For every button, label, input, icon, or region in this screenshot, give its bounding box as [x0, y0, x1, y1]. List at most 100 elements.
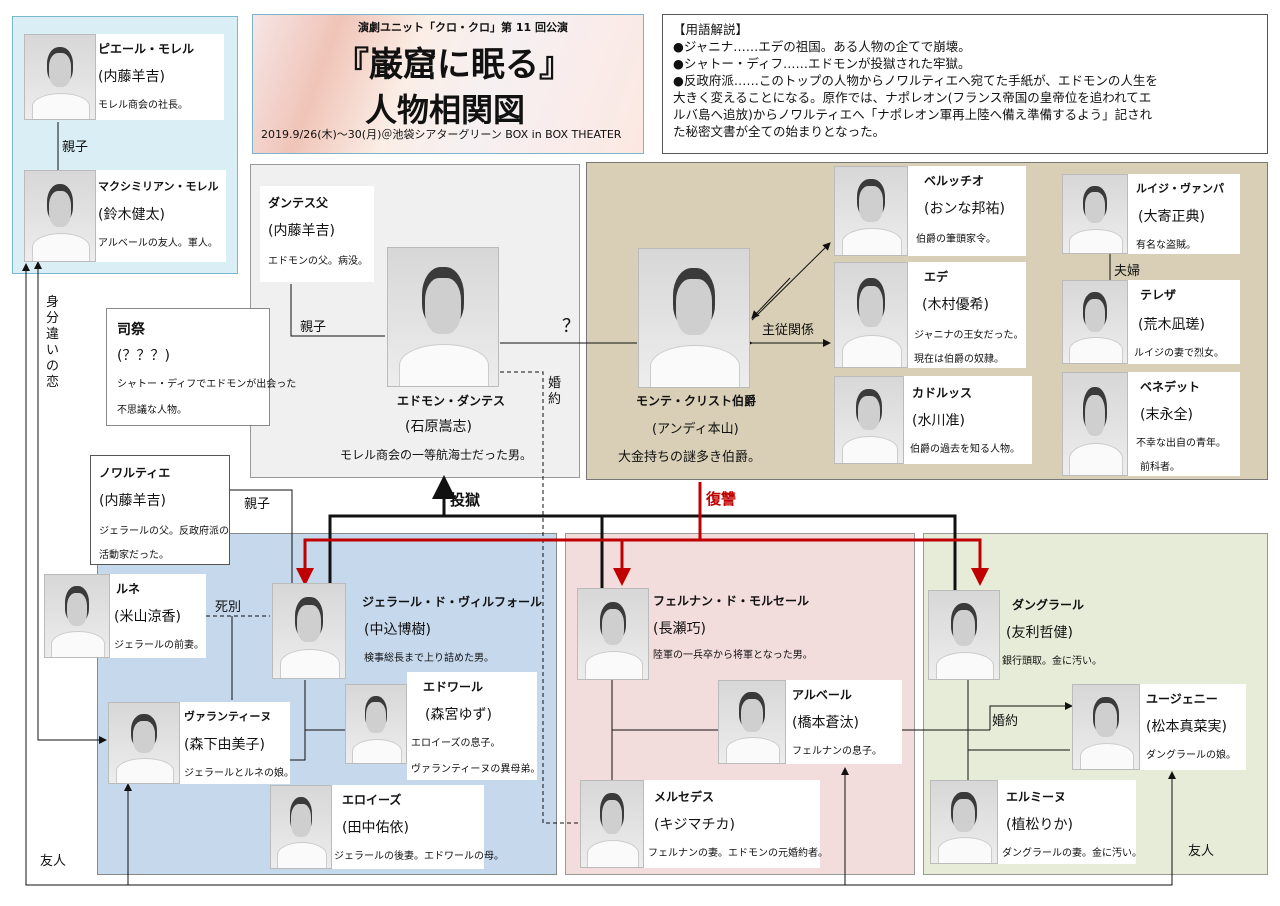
character-desc: フェルナンの妻。エドモンの元婚約者。 [648, 848, 828, 859]
label-oyako: 親子 [300, 320, 327, 335]
character-name: ユージェニー [1146, 692, 1218, 706]
label-konyaku: 婚約 [992, 714, 1019, 729]
character-name: ダンテス父 [268, 196, 329, 210]
actor-name: (森宮ゆず) [425, 707, 492, 723]
card-hermine: エルミーヌ (植松りか) ダングラールの妻。金に汚い。 [998, 780, 1142, 864]
character-desc: 検事総長まで上り詰めた男。 [364, 653, 494, 664]
card-caderousse: カドルッス (水川准) 伯爵の過去を知る人物。 [904, 376, 1032, 464]
portrait-photo [834, 262, 908, 368]
character-desc: モレル商会の一等航海士だった男。 [340, 448, 533, 462]
actor-name: (鈴木健太) [98, 207, 165, 223]
label-shujuu: 主従関係 [762, 323, 815, 338]
character-desc: ルイジの妻で烈女。 [1134, 348, 1224, 359]
character-desc: ヴァランティーヌの異母弟。 [411, 764, 541, 775]
character-name: エデ [924, 270, 949, 284]
label-question: ？ [562, 316, 580, 337]
glossary-heading: 【用語解説】 [673, 22, 749, 37]
character-desc: ジェラールの父。反政府派の [99, 526, 229, 537]
actor-name: (木村優希) [922, 297, 989, 313]
character-name: ノワルティエ [99, 466, 171, 480]
card-heloise: エロイーズ (田中佑依) ジェラールの後妻。エドワールの母。 [332, 785, 504, 869]
card-pierre: ピエール・モレル (内藤羊吉) モレル商会の社長。 [96, 34, 224, 120]
character-name: ベネデット [1140, 380, 1201, 394]
portrait-photo [44, 574, 110, 658]
card-mercedes: メルセデス (キジマチカ) フェルナンの妻。エドモンの元婚約者。 [644, 780, 828, 868]
character-name: モンテ・クリスト伯爵 [636, 394, 757, 408]
header-date: 2019.9/26(木)〜30(月)＠池袋シアターグリーン BOX in BOX… [261, 128, 622, 141]
character-name: エルミーヌ [1006, 790, 1067, 804]
character-desc: モレル商会の社長。 [98, 100, 188, 111]
actor-name: (中込博樹) [364, 622, 431, 638]
glossary-line: ●ジャニナ……エデの祖国。ある人物の企てで崩壊。 [673, 39, 971, 54]
card-dantes-father: ダンテス父 (内藤羊吉) エドモンの父。病没。 [260, 186, 374, 282]
portrait-photo [345, 684, 407, 764]
glossary-line: ●シャトー・ディフ……エドモンが投獄された牢獄。 [673, 56, 971, 71]
character-desc: ダングラールの娘。 [1146, 750, 1236, 761]
card-teresa: テレザ (荒木凪瑳) ルイジの妻で烈女。 [1128, 280, 1240, 364]
portrait-photo [1062, 174, 1128, 254]
character-desc: 不思議な人物。 [117, 405, 187, 416]
card-gerard: ジェラール・ド・ヴィルフォール (中込博樹) 検事総長まで上り詰めた男。 [346, 583, 542, 679]
character-desc: ジェラールとルネの娘。 [184, 768, 294, 779]
character-name: ヴァランティーヌ [184, 710, 272, 723]
card-bertuccio: ベルッチオ (おンな邦祐) 伯爵の筆頭家令。 [908, 166, 1026, 256]
character-desc: 有名な盗賊。 [1136, 240, 1196, 251]
card-maximilien: マクシミリアン・モレル (鈴木健太) アルベールの友人。軍人。 [96, 170, 226, 262]
label-konyaku: 婚約 [548, 376, 562, 407]
label-fuufu: 夫婦 [1114, 264, 1141, 279]
portrait-photo [928, 590, 1000, 680]
character-name: カドルッス [912, 386, 973, 400]
character-name: ジェラール・ド・ヴィルフォール [362, 595, 543, 609]
portrait-photo [24, 170, 96, 262]
portrait-photo [24, 34, 96, 120]
card-luigi: ルイジ・ヴァンパ (大寄正典) 有名な盗賊。 [1128, 174, 1240, 254]
character-desc: 伯爵の過去を知る人物。 [910, 444, 1020, 455]
portrait-photo [1072, 684, 1140, 770]
actor-name: (橋本蒼汰) [792, 715, 859, 731]
portrait-photo [718, 680, 786, 764]
character-name: ダングラール [1012, 598, 1085, 612]
character-desc: 前科者。 [1140, 462, 1180, 473]
actor-name: (内藤羊吉) [99, 493, 166, 509]
character-name: エドモン・ダンテス [397, 394, 506, 408]
portrait-photo [577, 588, 649, 680]
actor-name: (大寄正典) [1138, 209, 1205, 225]
actor-name: (水川准) [912, 413, 965, 429]
label-shibetsu: 死別 [215, 600, 242, 615]
actor-name: (友利哲健) [1006, 625, 1073, 641]
actor-name: (松本真菜実) [1146, 719, 1227, 735]
label-oyako: 親子 [244, 497, 271, 512]
character-name: ルネ [116, 582, 141, 596]
character-name: 司祭 [117, 322, 145, 338]
character-name: ピエール・モレル [98, 42, 195, 56]
actor-name: (荒木凪瑳) [1138, 317, 1205, 333]
label-yuujin: 友人 [40, 854, 67, 869]
actor-name: (植松りか) [1006, 817, 1073, 833]
character-desc: ダングラールの妻。金に汚い。 [1002, 848, 1142, 859]
glossary-line: た秘密文書が全ての始まりとなった。 [673, 124, 886, 139]
actor-name: (石原嵩志) [405, 419, 472, 435]
character-desc: 活動家だった。 [99, 550, 169, 561]
header-banner: 演劇ユニット「クロ・クロ」第 11 回公演 『巌窟に眠る』 人物相関図 2019… [252, 14, 644, 154]
card-haydee: エデ (木村優希) ジャニナの王女だった。 現在は伯爵の奴隷。 [908, 262, 1026, 368]
card-danglars: ダングラール (友利哲健) 銀行頭取。金に汚い。 [1000, 590, 1138, 680]
actor-name: (森下由美子) [184, 737, 265, 753]
card-valentine: ヴァランティーヌ (森下由美子) ジェラールとルネの娘。 [180, 702, 294, 784]
portrait-photo [638, 248, 750, 388]
character-desc: シャトー・ディフでエドモンが出会った [117, 379, 297, 390]
character-desc: ジェラールの後妻。エドワールの母。 [334, 851, 504, 862]
character-name: エロイーズ [342, 793, 402, 807]
portrait-photo [580, 780, 644, 868]
label-fukushuu: 復讐 [706, 490, 737, 508]
character-desc: 大金持ちの謎多き伯爵。 [618, 450, 762, 465]
actor-name: (おンな邦祐) [924, 201, 1005, 217]
actor-name: (長瀬巧) [653, 621, 706, 637]
card-benedetto: ベネデット (末永全) 不幸な出自の青年。 前科者。 [1128, 372, 1240, 476]
glossary-line: ルバ島へ追放)からノワルティエへ「ナポレオン軍再上陸へ備え準備するよう」記され [673, 107, 1153, 122]
actor-name: (内藤羊吉) [98, 69, 165, 85]
portrait-photo [108, 702, 180, 784]
page-title: 『巌窟に眠る』 [335, 45, 573, 85]
label-oyako: 親子 [62, 140, 89, 155]
card-albert: アルベール (橋本蒼汰) フェルナンの息子。 [786, 680, 902, 764]
